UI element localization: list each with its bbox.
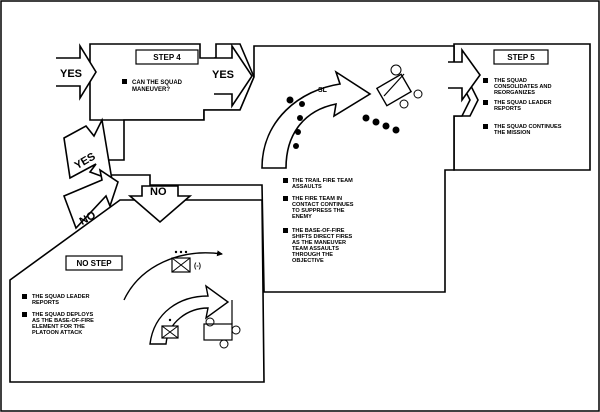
step5-text-2b: REPORTS bbox=[494, 106, 521, 112]
step4-bullet bbox=[122, 79, 127, 84]
assault-text-3e: THROUGH THE bbox=[292, 252, 333, 258]
step5-text-1c: REORGANIZES bbox=[494, 90, 535, 96]
support-dot-2 bbox=[372, 118, 380, 126]
assault-bullet-1 bbox=[283, 178, 288, 183]
assault-text-3a: THE BASE-OF-FIRE bbox=[292, 228, 345, 234]
assault-panel bbox=[99, 45, 471, 293]
support-dot-1 bbox=[362, 114, 370, 122]
soldier-dot-3 bbox=[295, 129, 301, 135]
no-step-title: NO STEP bbox=[76, 259, 112, 268]
assault-text-1a: THE TRAIL FIRE TEAM bbox=[292, 178, 353, 184]
soldier-dot-2 bbox=[297, 115, 303, 121]
sl-label: SL bbox=[318, 87, 328, 94]
assault-bullet-2 bbox=[283, 196, 288, 201]
yes-label-top: YES bbox=[60, 68, 82, 80]
yes-arrow-top bbox=[56, 43, 97, 101]
no-step-text-2b: AS THE BASE-OF-FIRE bbox=[32, 318, 94, 324]
soldier-dot-1 bbox=[299, 101, 305, 107]
support-dot-4 bbox=[392, 126, 400, 134]
base-of-fire-arc bbox=[123, 250, 223, 301]
no-step-text-2d: PLATOON ATTACK bbox=[32, 330, 82, 336]
yes-arrow-left bbox=[63, 117, 114, 182]
no-label-down: NO bbox=[150, 186, 167, 198]
no-step-panel bbox=[9, 189, 265, 383]
step5-bullet-3 bbox=[483, 124, 488, 129]
yes-arrow-mid bbox=[214, 43, 253, 109]
no-arrow-down bbox=[127, 185, 193, 224]
assault-bullet-3 bbox=[283, 228, 288, 233]
assault-text-1b: ASSAULTS bbox=[292, 184, 322, 190]
no-step-bullet-2 bbox=[22, 312, 27, 317]
step5-text-1a: THE SQUAD bbox=[494, 78, 527, 84]
assault-text-2d: ENEMY bbox=[292, 214, 312, 220]
step5-title: STEP 5 bbox=[507, 53, 535, 62]
step5-text-3a: THE SQUAD CONTINUES bbox=[494, 124, 562, 130]
yes-label-mid: YES bbox=[212, 69, 234, 81]
step5-text-1b: CONSOLIDATES AND bbox=[494, 84, 552, 90]
assault-text-3f: OBJECTIVE bbox=[292, 258, 324, 264]
no-step-text-2c: ELEMENT FOR THE bbox=[32, 324, 85, 330]
platoon-unit-label: (-) bbox=[194, 263, 201, 270]
no-step-text-2a: THE SQUAD DEPLOYS bbox=[32, 312, 93, 318]
step4-text-1: CAN THE SQUAD bbox=[132, 80, 183, 86]
assault-text-2b: CONTACT CONTINUES bbox=[292, 202, 354, 208]
no-arrow-left bbox=[62, 168, 119, 230]
step5-bullet-2 bbox=[483, 100, 488, 105]
maneuver-arrow bbox=[261, 70, 372, 169]
step4-title: STEP 4 bbox=[153, 53, 181, 62]
no-step-text-1a: THE SQUAD LEADER bbox=[32, 294, 90, 300]
platoon-unit-symbol bbox=[171, 250, 191, 273]
assault-text-2a: THE FIRE TEAM IN bbox=[292, 196, 342, 202]
no-step-text-1b: REPORTS bbox=[32, 300, 59, 306]
step4-title-box bbox=[135, 49, 199, 65]
yes-arrow-step5 bbox=[448, 47, 481, 103]
step5-bullet-1 bbox=[483, 78, 488, 83]
assault-text-3b: SHIFTS DIRECT FIRES bbox=[292, 234, 353, 240]
enemy-position-icon bbox=[203, 300, 241, 349]
no-step-title-box bbox=[65, 255, 123, 271]
squad-leader-dot bbox=[286, 96, 294, 104]
soldier-dot-4 bbox=[293, 143, 299, 149]
step4-text-2: MANEUVER? bbox=[132, 87, 170, 93]
step5-text-3b: THE MISSION bbox=[494, 130, 530, 136]
squad-unit-symbol bbox=[161, 318, 179, 339]
assault-text-3d: TEAM ASSAULTS bbox=[292, 246, 339, 252]
assault-text-3c: AS THE MANEUVER bbox=[292, 240, 346, 246]
step5-title-box bbox=[493, 49, 549, 65]
support-dot-3 bbox=[382, 122, 390, 130]
step5-text-2a: THE SQUAD LEADER bbox=[494, 100, 552, 106]
no-step-bullet-1 bbox=[22, 294, 27, 299]
objective-icon bbox=[375, 64, 423, 109]
assault-text-2c: TO SUPPRESS THE bbox=[292, 208, 345, 214]
